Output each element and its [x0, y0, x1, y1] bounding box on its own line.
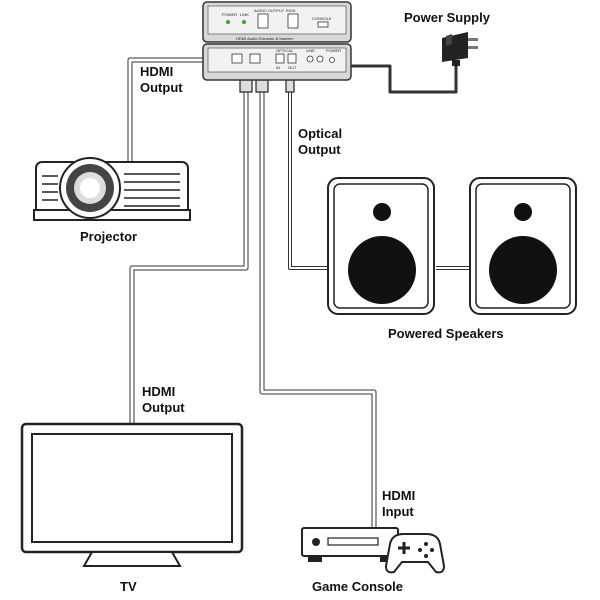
hdmi-output-label-1-line1: HDMI: [140, 64, 173, 79]
rear-label-optical: OPTICAL: [276, 48, 294, 53]
hdmi-output-label-2-line2: Output: [142, 400, 185, 415]
rear-label-line: LINE: [306, 48, 315, 53]
front-label-power: POWER: [222, 12, 237, 17]
projector-icon: [33, 157, 191, 221]
hdmi-out-port-2: [249, 53, 261, 64]
power-supply-label: Power Supply: [404, 10, 491, 25]
rear-label-power: POWER: [326, 48, 341, 53]
rear-label-out: OUT: [288, 65, 297, 70]
game-console-label: Game Console: [312, 579, 403, 594]
audio-output-switch: [257, 13, 269, 29]
gamepad-icon: [384, 533, 446, 574]
power-supply-adapter-icon: [442, 32, 478, 66]
hdmi-output-label-1-line2: Output: [140, 80, 183, 95]
edid-switch: [287, 13, 299, 29]
optical-out-port: [287, 53, 297, 64]
hdmi-cable-game-console: [259, 85, 377, 528]
powered-speakers-label: Powered Speakers: [388, 326, 504, 341]
front-label-link: LINK: [240, 12, 249, 17]
front-label-edid: EDID: [286, 8, 296, 13]
hdmi-out-port: [231, 53, 243, 64]
optical-cable: [288, 85, 470, 270]
hdmi-input-label-line2: Input: [382, 504, 414, 519]
console-port: [317, 21, 329, 28]
optical-output-label-line2: Output: [298, 142, 341, 157]
speaker-right-icon: [469, 177, 577, 315]
front-label-console: CONSOLE: [312, 16, 332, 21]
line-jack-in: [306, 55, 314, 63]
rear-label-in: IN: [276, 65, 280, 70]
tv-icon: [20, 422, 244, 567]
optical-in-port: [275, 53, 285, 64]
hdmi-input-label-line1: HDMI: [382, 488, 415, 503]
hdmi-cable-tv: [129, 85, 249, 424]
tv-label: TV: [120, 579, 137, 594]
power-led-icon: [226, 20, 230, 24]
power-jack: [329, 57, 335, 63]
speaker-left-icon: [327, 177, 435, 315]
hdmi-cable-projector: [127, 57, 224, 165]
front-label-audio: AUDIO OUTPUT: [254, 8, 285, 13]
game-console-icon: [301, 527, 399, 562]
link-led-icon: [242, 20, 246, 24]
hdmi-output-label-2-line1: HDMI: [142, 384, 175, 399]
projector-label: Projector: [80, 229, 137, 244]
audio-extractor-device: POWER LINK AUDIO OUTPUT EDID CONSOLE HDM…: [202, 1, 352, 81]
line-jack-out: [316, 55, 324, 63]
optical-output-label-line1: Optical: [298, 126, 342, 141]
power-cable: [336, 62, 458, 94]
device-model-text: HDMI Audio Extractor & Inserter: [236, 36, 294, 41]
